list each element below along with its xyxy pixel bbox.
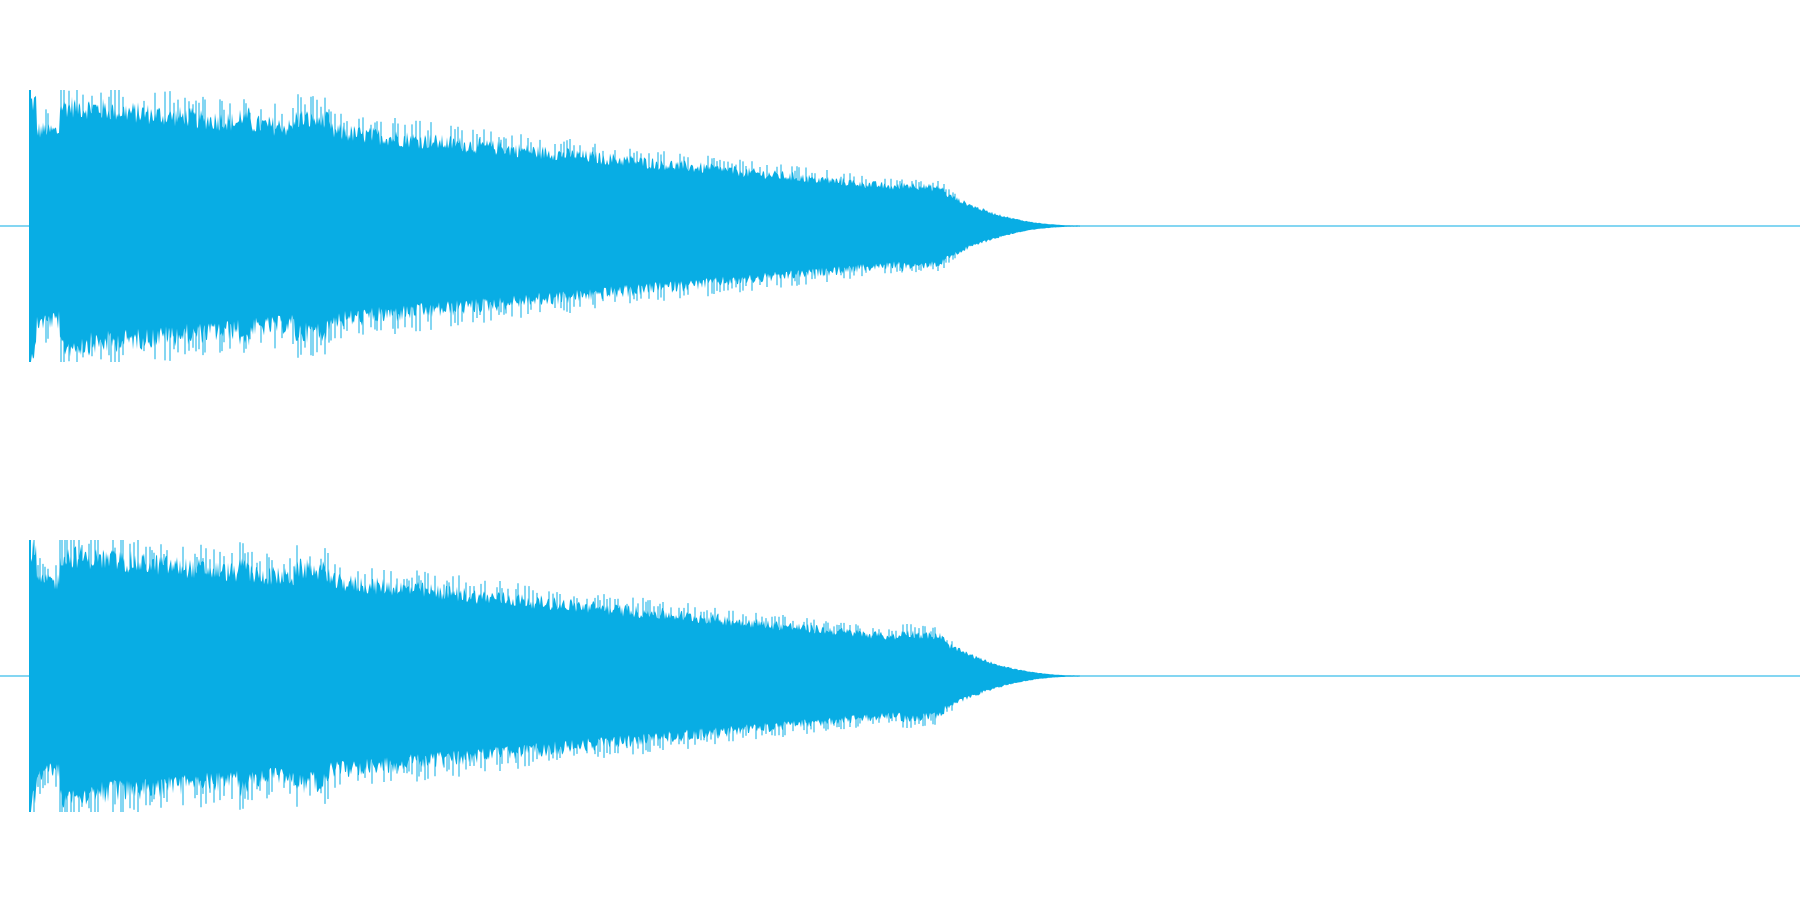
waveform-channel-right <box>0 540 1800 812</box>
channel-right-spikes <box>29 540 953 812</box>
channel-right-envelope <box>30 540 1080 812</box>
channel-left-spikes <box>29 90 956 362</box>
waveform-channel-left <box>0 90 1800 362</box>
